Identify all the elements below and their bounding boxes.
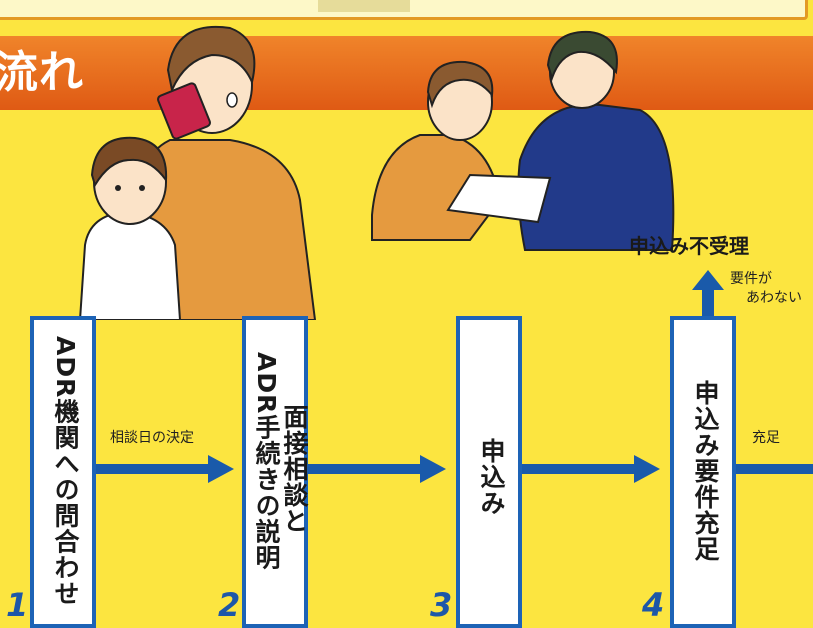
step-box-3: 申込み — [456, 316, 522, 628]
arrow-right-icon — [736, 464, 813, 474]
step-number-1: 1 — [6, 586, 29, 624]
header-title: 流れ — [0, 47, 84, 98]
step-number-2: 2 — [218, 586, 241, 624]
step-2-label-left: ADR手続きの説明 — [252, 352, 281, 571]
rejection-reason-line1: 要件が — [730, 271, 772, 287]
header-banner — [0, 36, 813, 110]
step-number-3: 3 — [430, 586, 453, 624]
rejection-title: 申込み不受理 — [629, 234, 749, 258]
step-box-2: 面接相談と ADR手続きの説明 — [242, 316, 309, 628]
phone-icon — [157, 82, 211, 140]
arrow-label-4: 充足 — [752, 430, 780, 446]
rejection-reason-line2: あわない — [746, 290, 802, 306]
step-1-label: ADR機関への問合わせ — [51, 336, 80, 607]
arrow-label-1: 相談日の決定 — [110, 430, 194, 446]
arrow-right-icon — [96, 455, 234, 483]
step-box-1: ADR機関への問合わせ — [30, 316, 96, 628]
consultation-illustration — [78, 25, 675, 320]
step-2-label-right: 面接相談と — [280, 404, 309, 534]
step-number-4: 4 — [642, 586, 665, 624]
top-box-tab — [318, 0, 410, 12]
arrow-right-icon — [522, 455, 660, 483]
step-3-label: 申込み — [477, 438, 506, 516]
arrow-up-icon — [692, 270, 724, 316]
step-4-label: 申込み要件充足 — [691, 380, 720, 562]
step-box-4: 申込み要件充足 — [670, 316, 736, 628]
arrow-right-icon — [308, 455, 446, 483]
